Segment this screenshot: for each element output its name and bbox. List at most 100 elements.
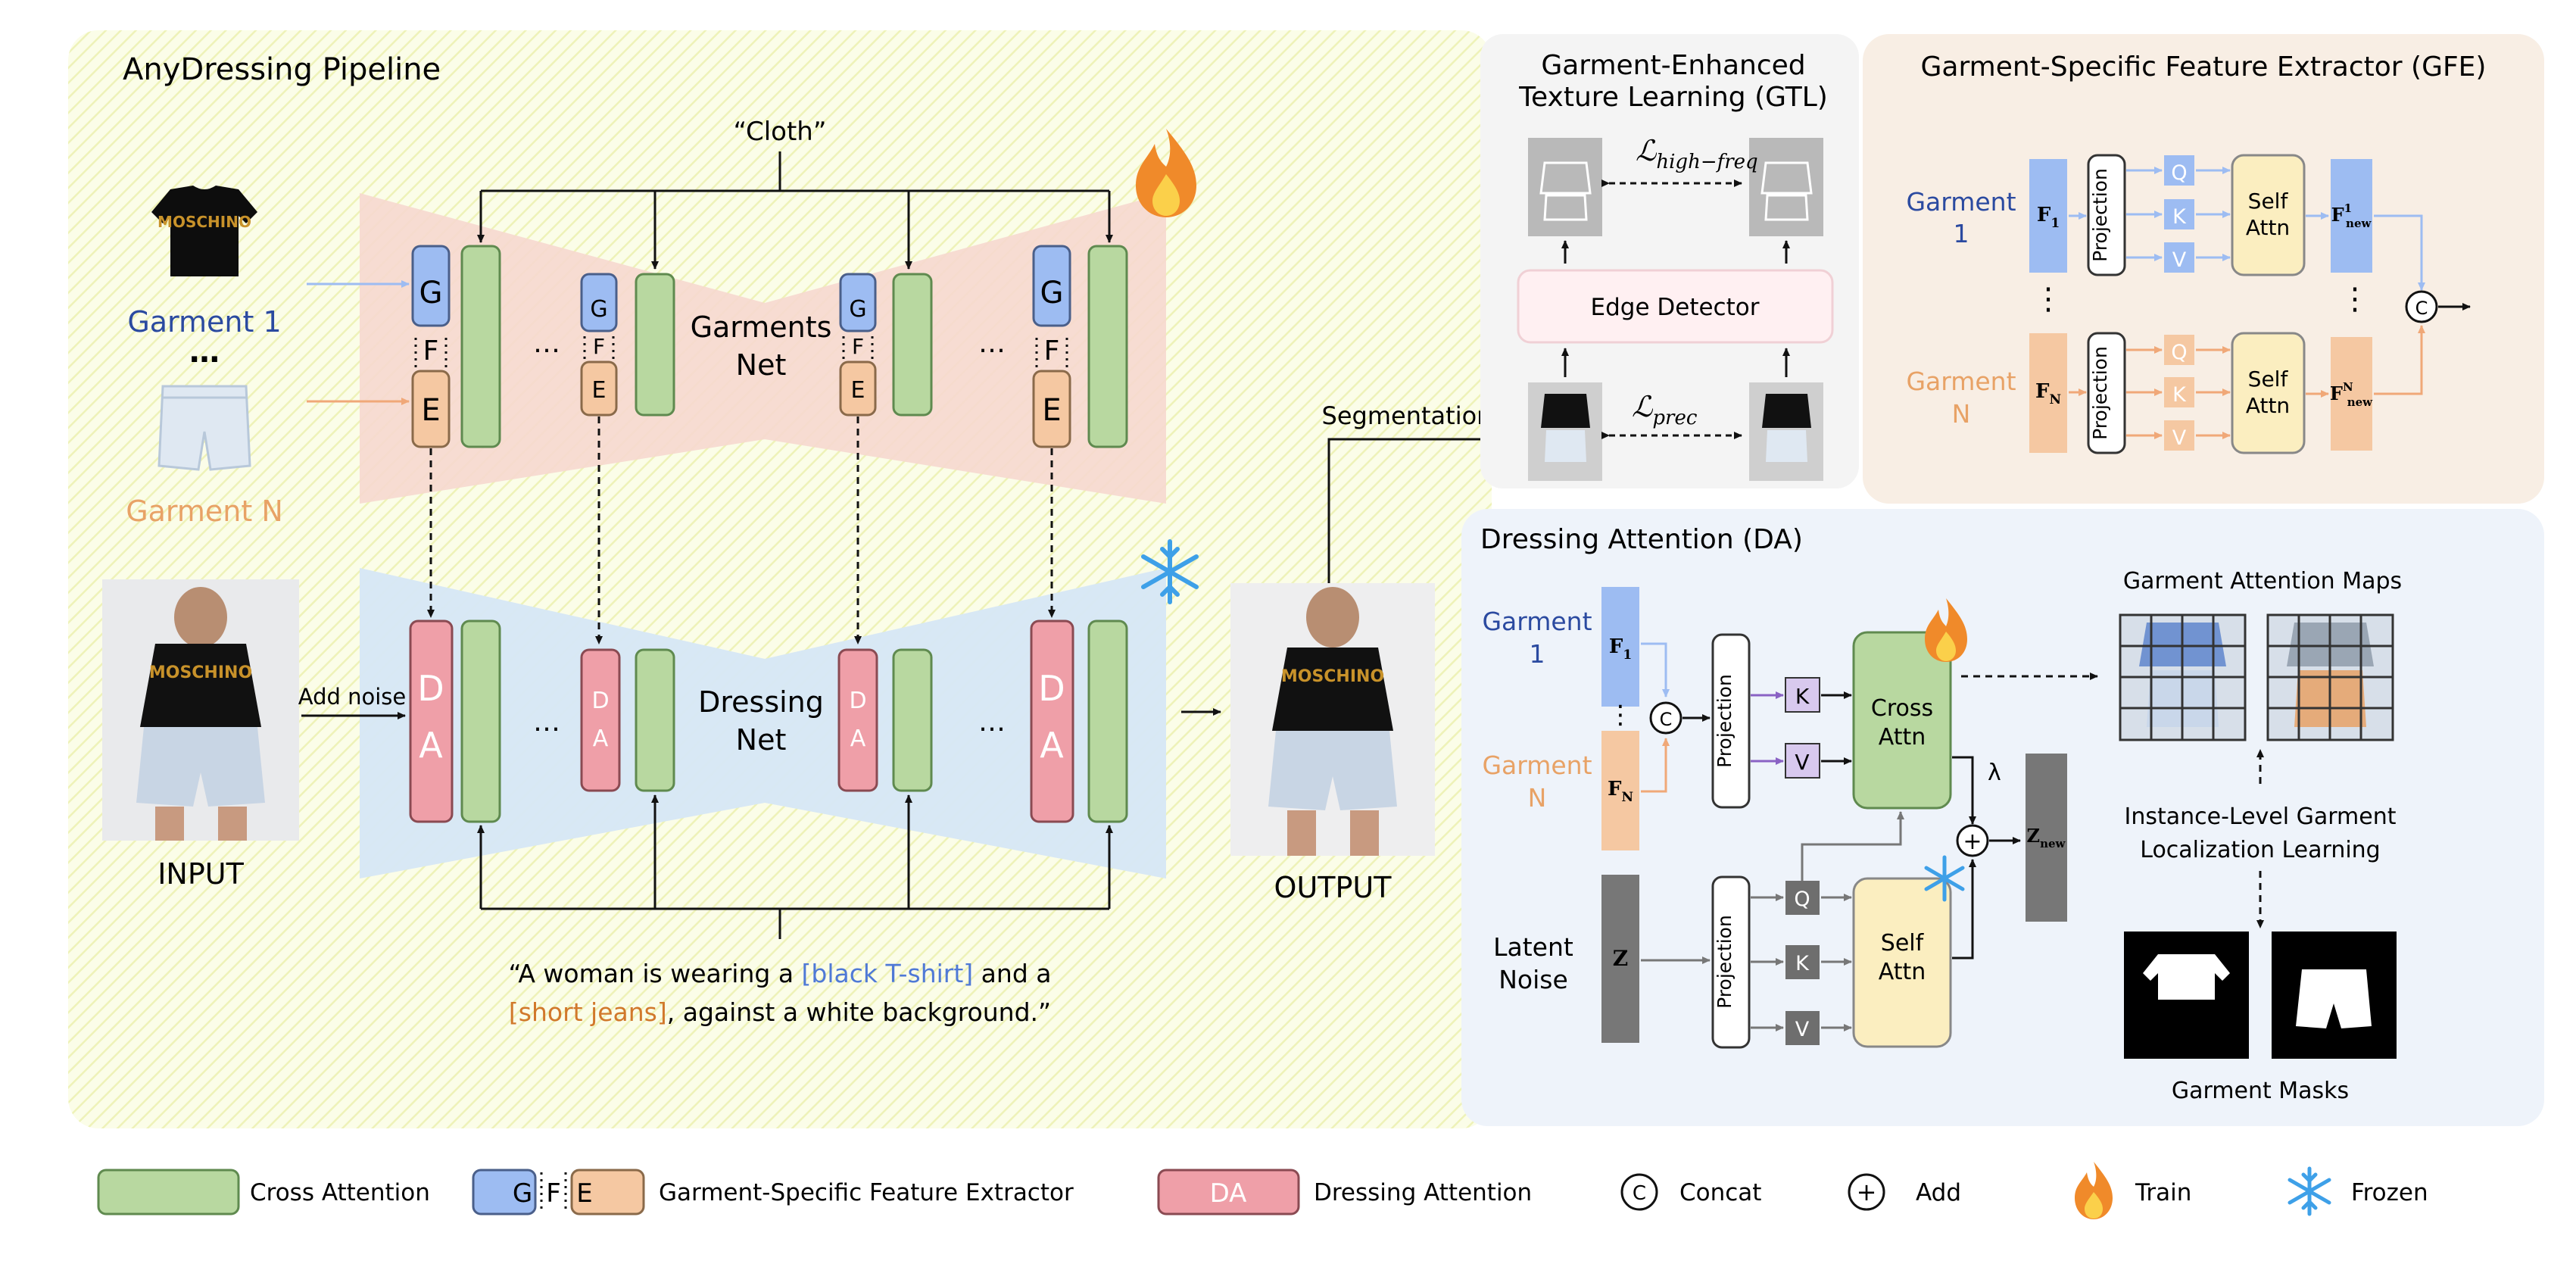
garments-net-label-2: Net xyxy=(736,348,787,382)
da-cross-attn-label-1: Cross xyxy=(1871,695,1933,722)
legend-cross-attention-swatch xyxy=(97,1169,240,1216)
da-self-attn-label-1: Self xyxy=(1881,930,1925,956)
gfe-q-label: Q xyxy=(2171,161,2187,185)
da-concat-symbol xyxy=(1649,701,1683,735)
gfe-concat-label: C xyxy=(2415,298,2428,319)
legend: Cross Attention G F E Garment-Specific F… xyxy=(97,1162,2428,1219)
da-z-block xyxy=(1601,875,1639,1043)
f-label: F xyxy=(852,334,864,359)
gfe-title: Garment-Specific Feature Extractor (GFE) xyxy=(1921,51,2487,83)
gfe-fnew-1 xyxy=(2331,159,2372,273)
cross-attention-block xyxy=(1087,245,1128,448)
pipeline-title: AnyDressing Pipeline xyxy=(123,52,441,87)
g-block xyxy=(1032,245,1071,327)
gfe-q-N xyxy=(2164,335,2194,365)
da-fN-block xyxy=(1601,731,1639,850)
garment-mask-1 xyxy=(2124,932,2249,1059)
da-block xyxy=(1030,619,1074,823)
e-block xyxy=(411,370,451,448)
e-block xyxy=(1032,370,1071,448)
da-k-label: K xyxy=(1795,684,1810,709)
da-block xyxy=(409,619,454,823)
gfe-self-attn-label-2: Attn xyxy=(2246,393,2290,418)
garmentN-label: Garment N xyxy=(126,495,283,528)
da-add-label: + xyxy=(1963,829,1982,855)
snowflake-icon xyxy=(1924,855,1965,902)
gfe-projection-label: Projection xyxy=(2089,346,2111,440)
gfe-f1-label: F1 xyxy=(2037,204,2060,231)
da-projection-top xyxy=(1711,633,1751,809)
input-image: MOSCHINO xyxy=(102,579,299,841)
da-label-a: A xyxy=(593,726,609,752)
caption-line1-suffix: and a xyxy=(973,959,1051,988)
loss-prec: ℒprec xyxy=(1632,390,1698,429)
g-block xyxy=(411,245,451,327)
da-label-a: A xyxy=(1040,725,1064,766)
f-label: F xyxy=(423,335,439,367)
tshirt-logo: MOSCHINO xyxy=(1281,667,1384,686)
da-znew-label: Znew xyxy=(2027,825,2066,850)
snowflake-icon xyxy=(1141,539,1199,604)
f-label: F xyxy=(593,334,605,359)
caption-line2-suffix: , against a white background.” xyxy=(667,997,1051,1027)
legend-dressing-attention: Dressing Attention xyxy=(1314,1179,1532,1206)
da-latent-label-1: Latent xyxy=(1493,932,1573,962)
pipeline-panel: AnyDressing Pipeline “Cloth” G F E … G xyxy=(68,30,1492,1128)
ellipsis: … xyxy=(533,328,560,359)
g-block xyxy=(839,273,877,332)
output-label: OUTPUT xyxy=(1274,871,1392,904)
snowflake-icon xyxy=(2288,1166,2331,1216)
legend-e: E xyxy=(576,1178,592,1209)
ellipsis: … xyxy=(533,707,560,738)
gfe-k-label: K xyxy=(2172,383,2187,407)
edge-detector-label: Edge Detector xyxy=(1591,294,1760,321)
da-f1-label: F1 xyxy=(1609,635,1632,663)
da-k-block xyxy=(1785,677,1820,713)
legend-add-plus: + xyxy=(1857,1178,1877,1206)
da-v2-block xyxy=(1785,1011,1820,1045)
legend-add-symbol xyxy=(1848,1173,1885,1211)
garment-mask-2 xyxy=(2272,932,2397,1059)
da-q-block xyxy=(1785,881,1820,915)
output-image: MOSCHINO xyxy=(1230,583,1435,856)
da-f1-block xyxy=(1601,587,1639,707)
caption-line2: [short jeans], against a white backgroun… xyxy=(509,997,1051,1027)
da-garment1-label-2: 1 xyxy=(1530,639,1545,669)
dressing-net-label-2: Net xyxy=(736,723,787,757)
cross-attention-block xyxy=(460,245,501,448)
da-vdots: ⋮ xyxy=(1608,700,1633,730)
gfe-k-1 xyxy=(2164,199,2194,229)
da-label-d: D xyxy=(591,688,609,714)
da-fN-label: FN xyxy=(1608,778,1633,805)
da-garmentN-label-1: Garment xyxy=(1482,751,1592,780)
legend-f: F xyxy=(546,1178,561,1209)
legend-train: Train xyxy=(2135,1179,2191,1206)
instance-label-2: Localization Learning xyxy=(2140,837,2380,863)
gfe-v-label: V xyxy=(2172,426,2187,450)
da-add-symbol xyxy=(1956,824,1989,857)
legend-concat-letter: C xyxy=(1633,1182,1646,1205)
gfe-self-attn-1 xyxy=(2231,154,2306,276)
flame-icon xyxy=(2075,1162,2113,1219)
garments-net-trapezoid xyxy=(360,193,1166,504)
da-concat-label: C xyxy=(1660,709,1673,730)
cross-attention-block xyxy=(635,273,675,417)
da-cross-attn-block xyxy=(1852,631,1952,810)
tshirt-logo: MOSCHINO xyxy=(157,213,251,231)
gfe-garmentN-label-2: N xyxy=(1952,399,1971,429)
gfe-k-label: K xyxy=(2172,205,2187,229)
legend-g: G xyxy=(513,1178,532,1209)
legend-da-swatch xyxy=(1157,1169,1300,1216)
cross-attention-block xyxy=(635,648,675,792)
garment-masks-title: Garment Masks xyxy=(2172,1078,2349,1104)
cloth-prompt: “Cloth” xyxy=(734,117,827,147)
input-label: INPUT xyxy=(157,857,244,891)
da-k2-block xyxy=(1785,945,1820,979)
caption-line1: “A woman is wearing a [black T-shirt] an… xyxy=(509,959,1052,988)
gfe-projection-N xyxy=(2087,332,2126,454)
edge-detector-box xyxy=(1517,269,1834,344)
da-cross-attn-label-2: Attn xyxy=(1879,724,1926,751)
